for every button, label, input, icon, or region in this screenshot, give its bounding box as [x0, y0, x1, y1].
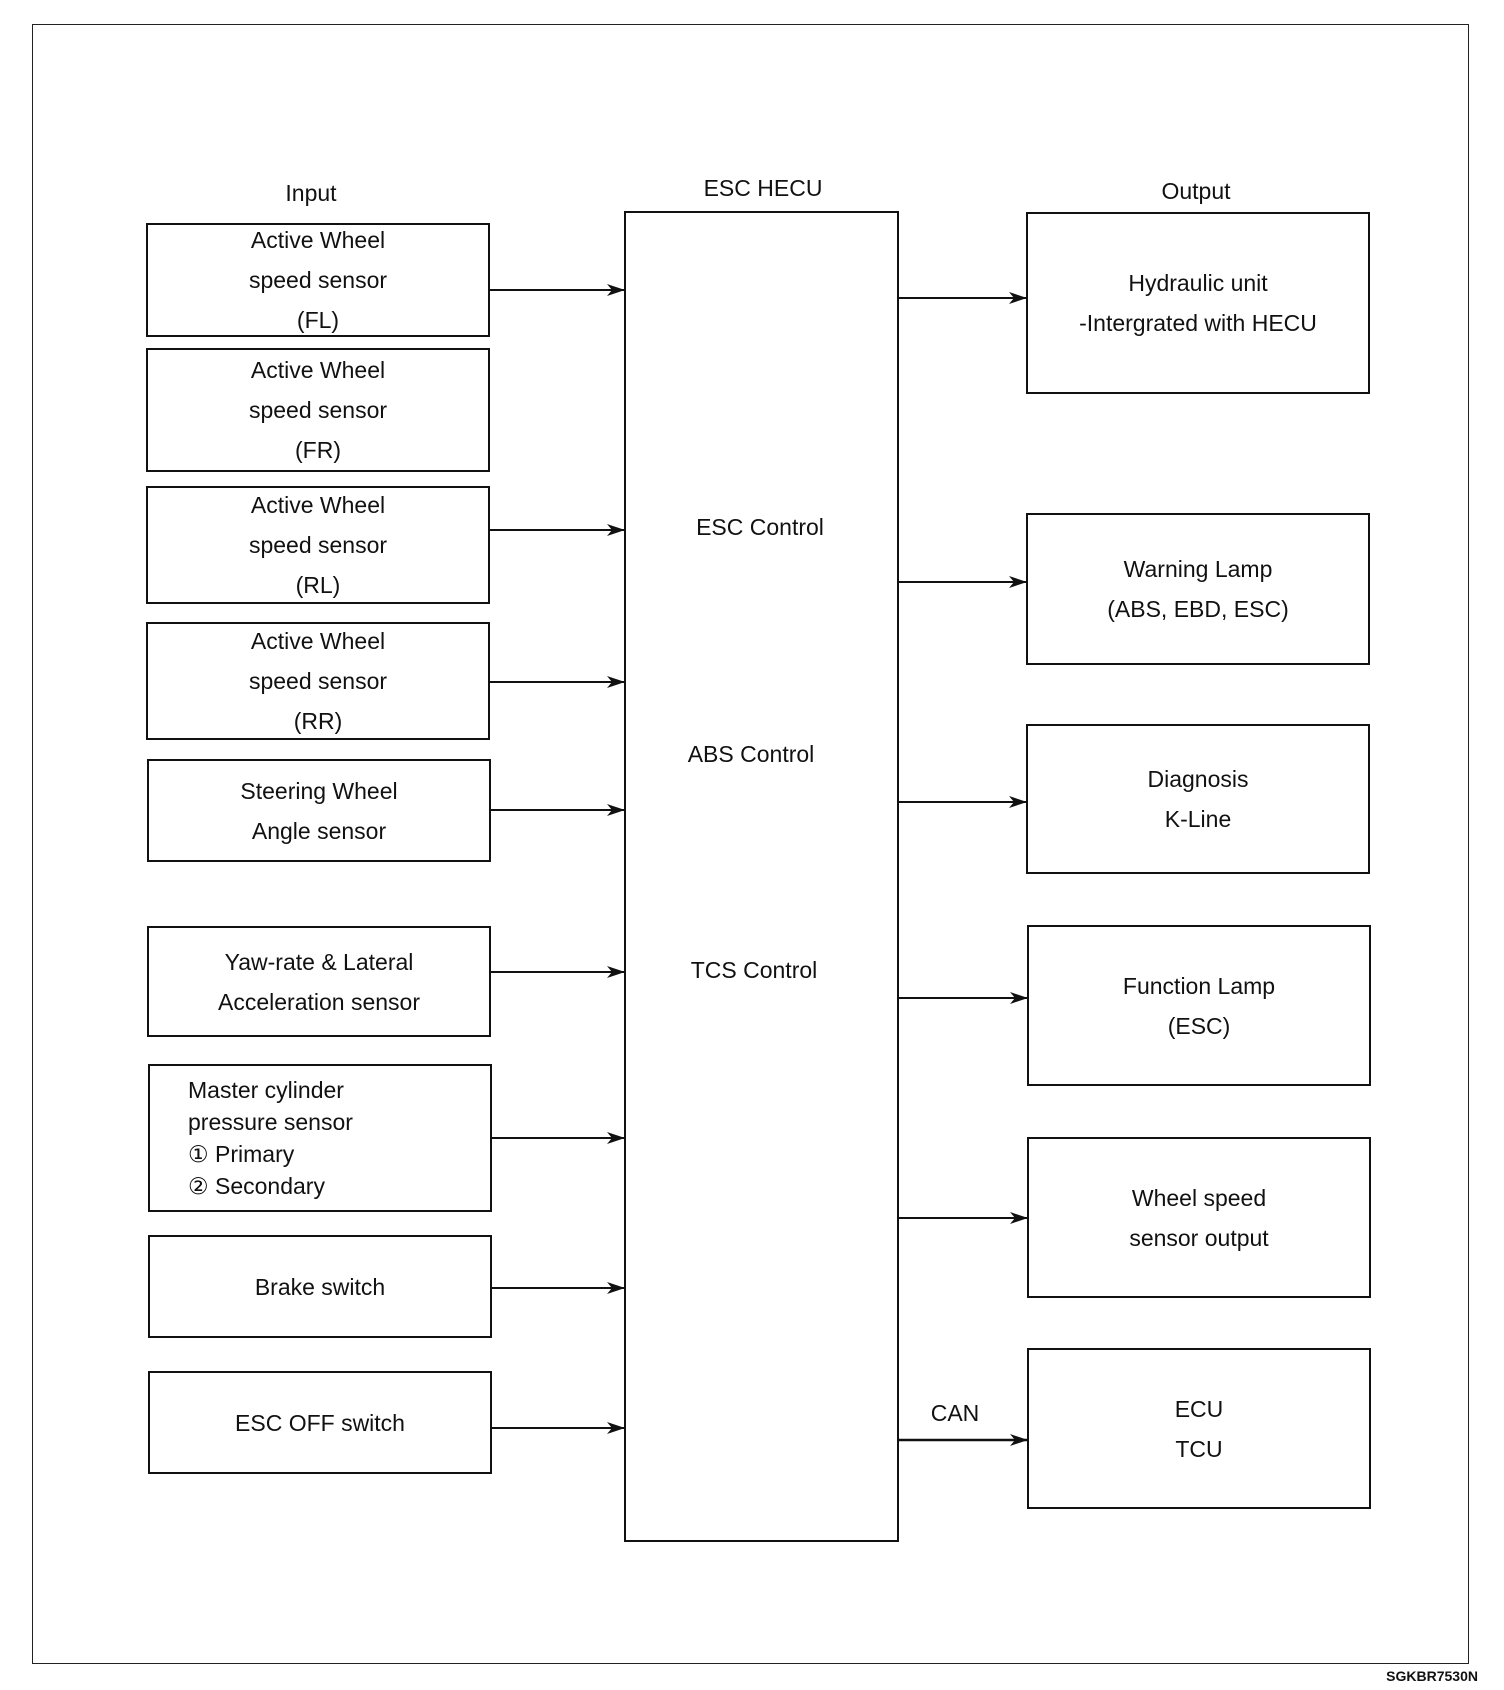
- diagram-frame: [32, 24, 1469, 1664]
- input-box-line: ESC OFF switch: [235, 1409, 405, 1436]
- input-box-wheel-speed-rl: Active Wheel speed sensor (RL): [146, 486, 490, 604]
- output-box-line: (ESC): [1167, 1012, 1231, 1039]
- output-box-line: (ABS, EBD, ESC): [1107, 596, 1289, 622]
- input-box-line: Active Wheel: [250, 357, 386, 383]
- output-box-line: Diagnosis: [1147, 766, 1249, 792]
- input-box-line: ② Secondary: [188, 1173, 325, 1199]
- input-box-line: Yaw-rate & Lateral: [224, 948, 414, 975]
- input-box-line: (RR): [293, 708, 343, 734]
- output-box-line: Function Lamp: [1122, 972, 1276, 999]
- input-box-line: speed sensor: [248, 668, 388, 694]
- input-box-yaw-rate: Yaw-rate & Lateral Acceleration sensor: [147, 926, 491, 1037]
- input-box-line: (FL): [296, 307, 340, 333]
- abs-control-label: ABS Control: [687, 741, 815, 767]
- output-box-line: ECU: [1174, 1395, 1224, 1422]
- output-box-hydraulic-unit: Hydraulic unit -Intergrated with HECU: [1026, 212, 1370, 394]
- output-box-line: sensor output: [1129, 1224, 1269, 1251]
- input-box-line: (RL): [295, 572, 341, 598]
- output-box-diagnosis: Diagnosis K-Line: [1026, 724, 1370, 874]
- output-box-ecu-tcu: ECU TCU: [1027, 1348, 1371, 1509]
- can-label: CAN: [930, 1400, 980, 1426]
- input-box-esc-off-switch: ESC OFF switch: [148, 1371, 492, 1474]
- esc-hecu-block: [624, 211, 899, 1542]
- input-box-line: speed sensor: [248, 267, 388, 293]
- input-box-brake-switch: Brake switch: [148, 1235, 492, 1338]
- output-header: Output: [1161, 178, 1231, 204]
- input-box-wheel-speed-fr: Active Wheel speed sensor (FR): [146, 348, 490, 472]
- input-box-line: Steering Wheel: [240, 777, 398, 804]
- input-box-wheel-speed-fl: Active Wheel speed sensor (FL): [146, 223, 490, 337]
- input-box-line: Master cylinder: [188, 1077, 344, 1103]
- hecu-header: ESC HECU: [703, 175, 823, 201]
- input-box-line: Brake switch: [254, 1273, 386, 1300]
- input-header: Input: [285, 180, 337, 206]
- output-box-wheel-speed-output: Wheel speed sensor output: [1027, 1137, 1371, 1298]
- output-box-function-lamp: Function Lamp (ESC): [1027, 925, 1371, 1086]
- output-box-line: Wheel speed: [1131, 1184, 1267, 1211]
- output-box-line: Hydraulic unit: [1128, 270, 1268, 296]
- output-box-warning-lamp: Warning Lamp (ABS, EBD, ESC): [1026, 513, 1370, 665]
- output-box-line: -Intergrated with HECU: [1079, 310, 1317, 336]
- input-box-line: speed sensor: [248, 397, 388, 423]
- input-box-line: ① Primary: [188, 1141, 295, 1167]
- input-box-line: pressure sensor: [188, 1109, 353, 1135]
- output-box-line: Warning Lamp: [1123, 556, 1273, 582]
- output-box-line: TCU: [1175, 1435, 1223, 1462]
- input-box-line: Active Wheel: [250, 492, 386, 518]
- figure-code: SGKBR7530N: [1386, 1668, 1478, 1684]
- input-box-steering-angle: Steering Wheel Angle sensor: [147, 759, 491, 862]
- input-box-line: Active Wheel: [250, 227, 386, 253]
- input-box-line: Acceleration sensor: [218, 988, 420, 1015]
- input-box-line: (FR): [295, 437, 341, 463]
- input-box-line: Angle sensor: [251, 817, 387, 844]
- input-box-wheel-speed-rr: Active Wheel speed sensor (RR): [146, 622, 490, 740]
- input-box-line: Active Wheel: [250, 628, 386, 654]
- esc-control-label: ESC Control: [696, 514, 824, 540]
- input-box-master-cylinder: Master cylinder pressure sensor ① Primar…: [148, 1064, 492, 1212]
- input-box-line: speed sensor: [248, 532, 388, 558]
- output-box-line: K-Line: [1164, 806, 1232, 832]
- tcs-control-label: TCS Control: [690, 957, 818, 983]
